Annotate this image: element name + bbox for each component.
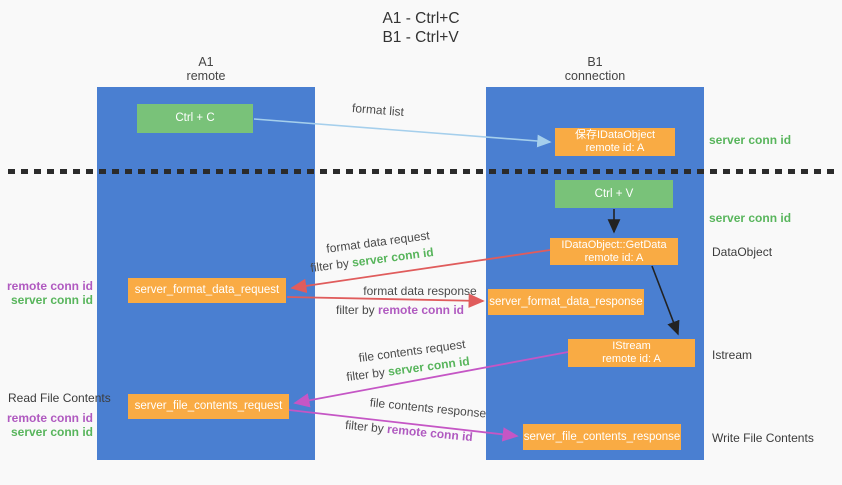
column-a1-id: A1 xyxy=(198,55,214,69)
annotation-server-conn-id-2: server conn id xyxy=(10,425,93,439)
node-file-request-label: server_file_contents_request xyxy=(134,400,283,412)
node-server-file-contents-response: server_file_contents_response xyxy=(523,424,681,450)
edge-label-filter-remote-1: filter by remote conn id xyxy=(336,303,464,317)
filter-by-text: filter by xyxy=(344,417,388,436)
node-server-format-data-response: server_format_data_response xyxy=(488,289,644,315)
column-header-b1: B1 connection xyxy=(486,55,704,83)
column-a1-role: remote xyxy=(186,69,226,83)
filter-by-text: filter by xyxy=(309,255,354,276)
node-save-idataobject: 保存IDataObject remote id: A xyxy=(555,128,675,156)
filter-by-text: filter by xyxy=(335,303,378,317)
column-b1-role: connection xyxy=(564,69,626,83)
node-format-response-label: server_format_data_response xyxy=(489,295,643,308)
annotation-conn-ids-file: remote conn id server conn id xyxy=(0,411,93,439)
node-istream-line1: IStream xyxy=(612,340,651,352)
machine-boundary-dotted-line xyxy=(8,169,836,174)
annotation-conn-ids-format: remote conn id server conn id xyxy=(0,279,93,307)
node-getdata-line1: IDataObject::GetData xyxy=(561,238,667,251)
annotation-read-file-contents: Read File Contents xyxy=(8,391,111,405)
title-line-1: A1 - Ctrl+C xyxy=(382,10,460,27)
annotation-dataobject: DataObject xyxy=(712,245,773,259)
node-ctrl-v-label: Ctrl + V xyxy=(594,187,634,200)
edge-label-file-contents-response: file contents response xyxy=(369,395,487,421)
edge-label-filter-remote-2: filter by remote conn id xyxy=(345,418,474,444)
filter-by-text: filter by xyxy=(345,364,390,385)
node-server-file-contents-request: server_file_contents_request xyxy=(128,394,289,419)
node-idataobject-getdata: IDataObject::GetData remote id: A xyxy=(550,238,678,265)
node-ctrl-c-label: Ctrl + C xyxy=(175,112,215,124)
node-istream-line2: remote id: A xyxy=(602,353,661,365)
node-server-format-data-request: server_format_data_request xyxy=(128,278,286,303)
annotation-remote-conn-id-1: remote conn id xyxy=(6,279,93,293)
remote-conn-id-text: remote conn id xyxy=(378,303,465,317)
annotation-server-conn-id-top: server conn id xyxy=(709,133,792,147)
node-istream: IStream remote id: A xyxy=(568,339,695,367)
edge-label-format-list: format list xyxy=(351,100,405,120)
node-format-request-label: server_format_data_request xyxy=(134,284,280,296)
node-save-idataobject-line2: remote id: A xyxy=(585,142,645,154)
diagram-title: A1 - Ctrl+C B1 - Ctrl+V xyxy=(0,9,842,47)
node-ctrl-c: Ctrl + C xyxy=(137,104,253,133)
annotation-write-file-contents: Write File Contents xyxy=(712,431,814,445)
node-file-response-label: server_file_contents_response xyxy=(523,430,681,443)
remote-conn-id-text: remote conn id xyxy=(386,421,474,445)
edge-label-format-data-response: format data response xyxy=(363,284,477,298)
annotation-server-conn-id-1: server conn id xyxy=(10,293,93,307)
annotation-remote-conn-id-2: remote conn id xyxy=(6,411,93,425)
title-line-2: B1 - Ctrl+V xyxy=(382,29,459,46)
column-b1-id: B1 xyxy=(587,55,603,69)
annotation-server-conn-id-mid: server conn id xyxy=(709,211,792,225)
node-save-idataobject-line1: 保存IDataObject xyxy=(574,129,656,141)
column-header-a1: A1 remote xyxy=(97,55,315,83)
node-ctrl-v: Ctrl + V xyxy=(555,180,673,208)
node-getdata-line2: remote id: A xyxy=(584,251,644,264)
annotation-istream: Istream xyxy=(712,348,753,362)
